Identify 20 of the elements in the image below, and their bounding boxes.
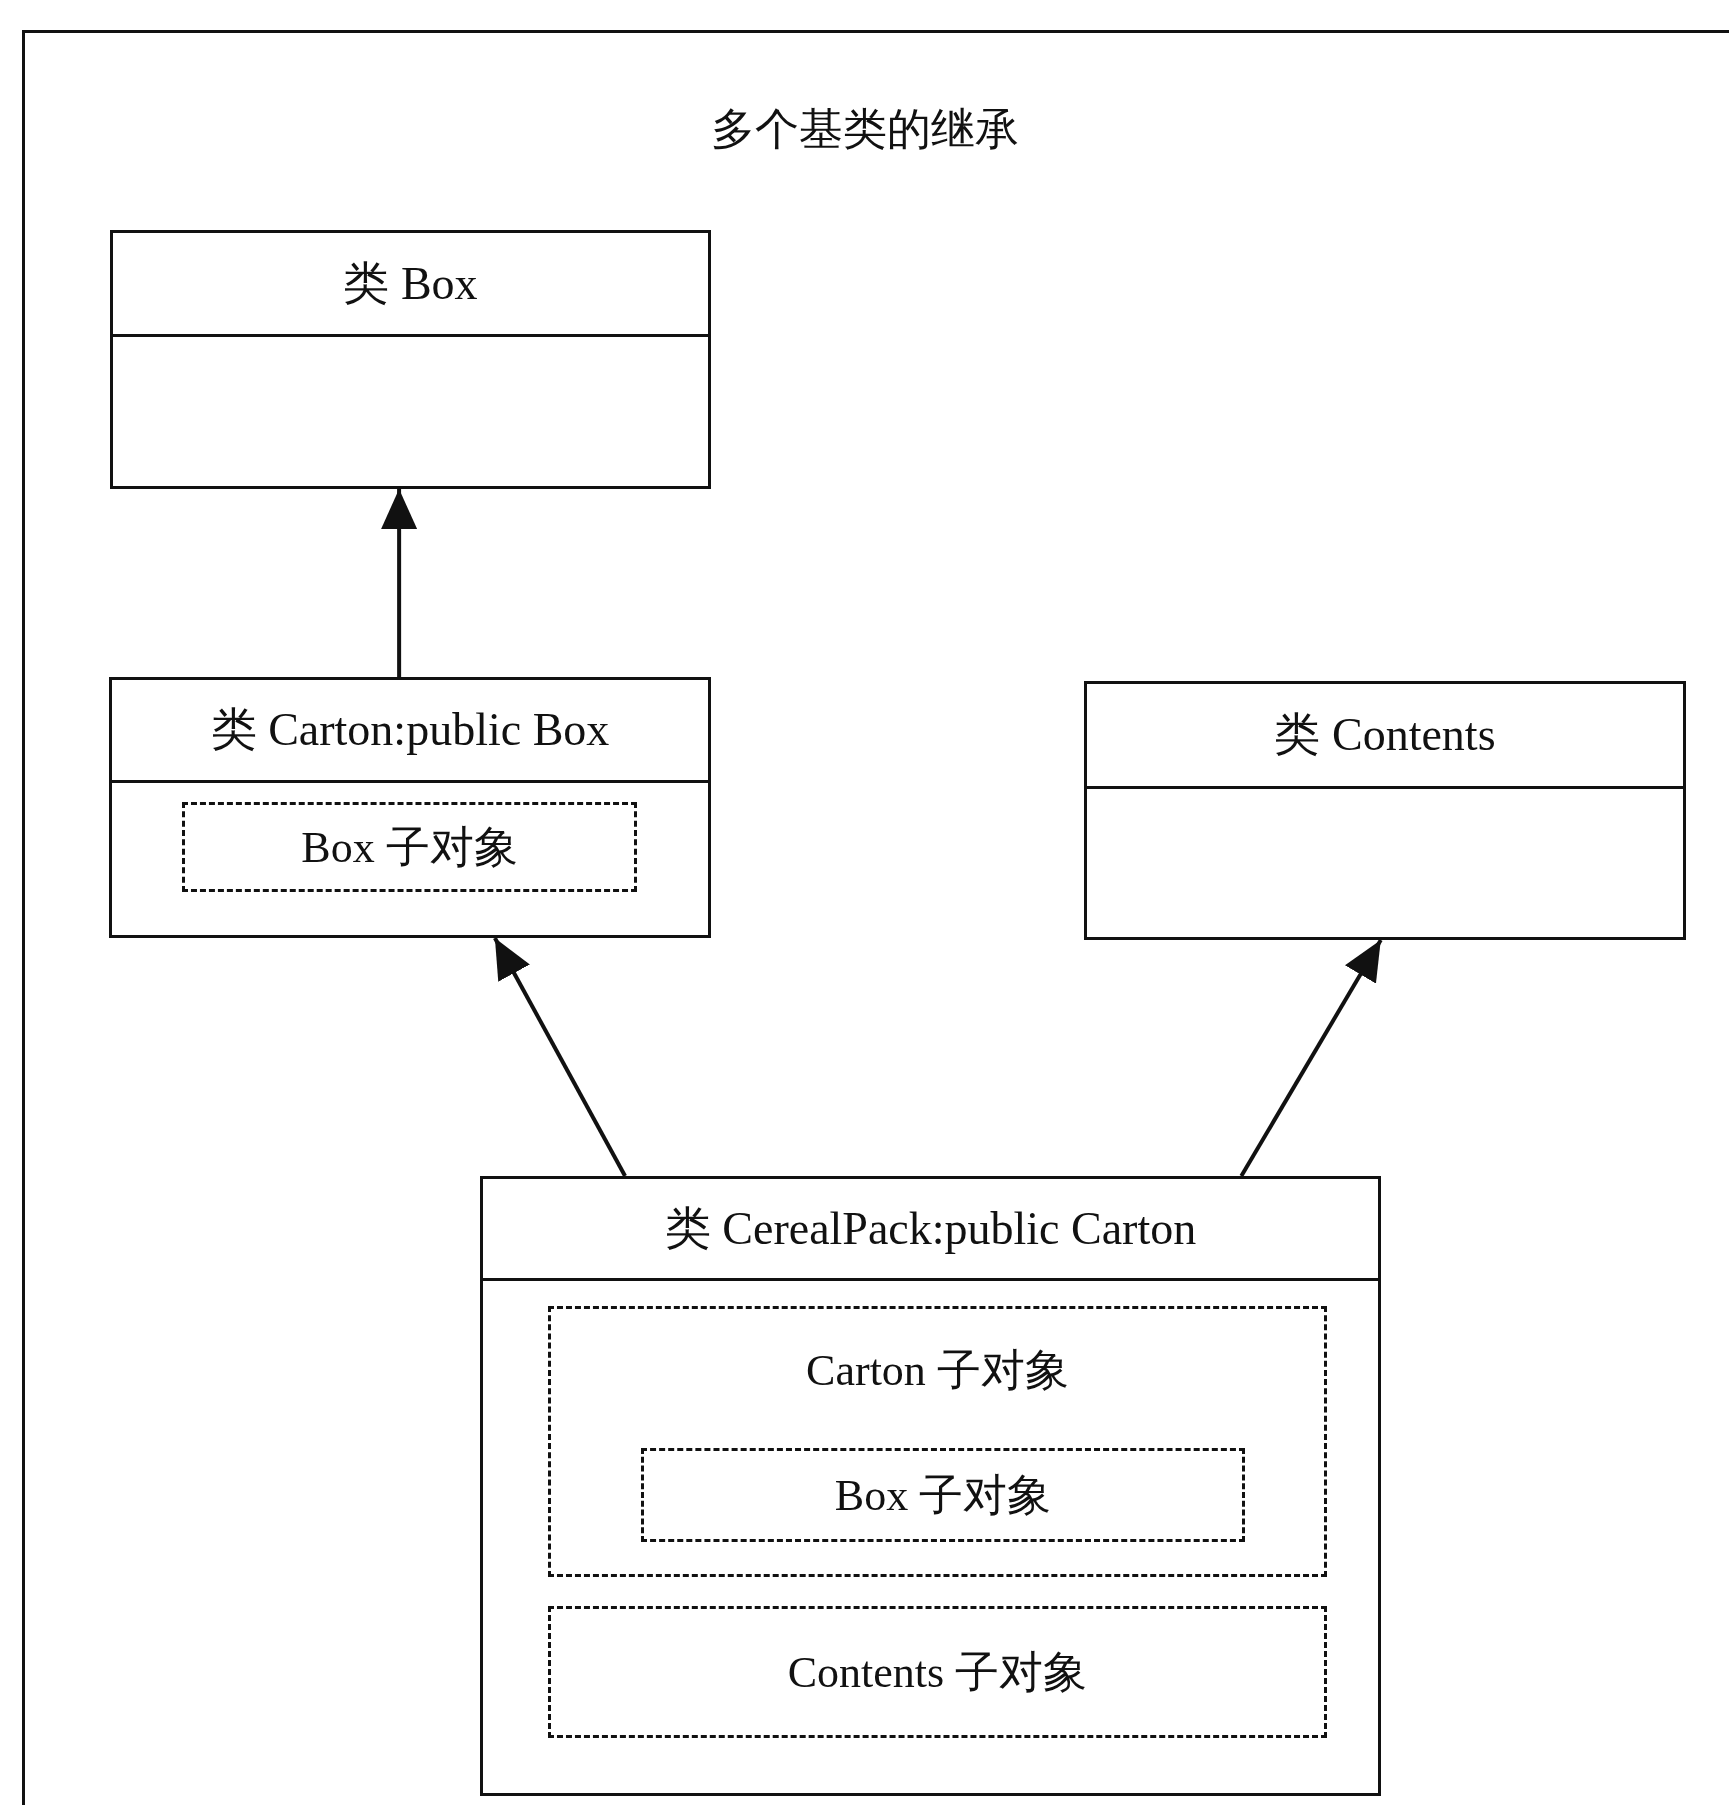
subobject-box <box>182 802 637 892</box>
class-name-header: 类 Box <box>113 233 708 337</box>
subobject-label: Carton 子对象 <box>805 1345 1070 1397</box>
subobject-box <box>548 1606 1327 1738</box>
class-box <box>109 677 711 938</box>
inheritance-arrow <box>493 937 627 1177</box>
class-box <box>480 1176 1381 1796</box>
subobject-label: Box 子对象 <box>833 1469 1053 1522</box>
subobject-box <box>641 1448 1245 1542</box>
class-name-header: 类 Carton:public Box <box>112 680 708 783</box>
subobject-label: Box 子对象 <box>300 821 519 874</box>
class-box <box>110 230 711 489</box>
diagram-title: 多个基类的继承 <box>709 104 1020 156</box>
class-box <box>1084 681 1686 940</box>
subobject-box <box>548 1306 1327 1577</box>
inheritance-arrow <box>1239 939 1383 1177</box>
class-name-header: 类 CerealPack:public Carton <box>483 1179 1378 1281</box>
subobject-label: Contents 子对象 <box>786 1646 1089 1699</box>
class-name-header: 类 Contents <box>1087 684 1683 789</box>
inheritance-arrow <box>381 489 418 677</box>
